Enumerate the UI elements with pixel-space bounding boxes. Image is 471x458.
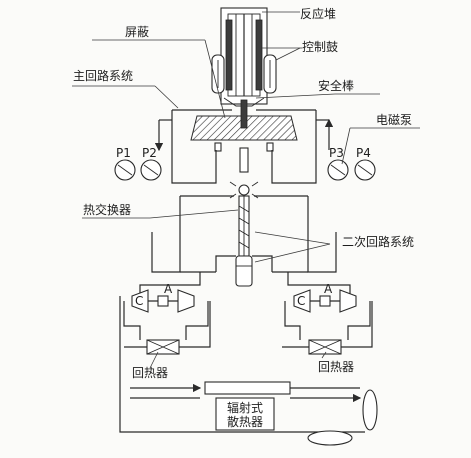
secondary-loop-piping [139,195,351,296]
label-recuperator-left: 回热器 [132,366,168,380]
pump-p4: P4 [354,146,376,181]
pump-p1: P1 [114,146,136,181]
label-secondary-loop: 二次回路系统 [342,234,414,249]
recuperator-right [308,339,342,355]
label-em-pump: 电磁泵 [376,112,412,127]
radiator-label-line2: 散热器 [227,414,263,429]
turbo-left-a-label: A [164,282,173,296]
turbo-left-c-label: C [135,294,143,308]
label-heat-exchanger: 热交换器 [83,202,131,217]
turbo-unit-right: C A [293,282,357,313]
label-control-drum: 控制鼓 [302,40,338,54]
label-reactor: 反应堆 [300,6,336,21]
control-drum-left [211,54,225,94]
pump-p2: P2 [140,146,162,181]
reactor-wall-right [255,19,263,91]
turbo-unit-left: C A [131,282,195,313]
primary-loop-piping [154,109,334,184]
gas-tank-horizontal [307,430,353,446]
pump-p4-label: P4 [356,146,371,160]
turbo-right-a-label: A [324,282,333,296]
pump-p3: P3 [327,146,349,181]
control-drum-right [263,54,277,94]
radiator: 辐射式 散热器 [204,381,291,431]
label-safety-rod: 安全棒 [318,78,354,93]
recuperator-left [146,339,180,355]
turbo-right-c-label: C [297,294,305,308]
radiator-box [215,397,275,431]
gas-loop-piping [119,296,373,433]
safety-rod [240,99,248,129]
pump-p3-label: P3 [329,146,344,160]
reactor-wall-left [225,19,233,91]
reactor [220,7,268,107]
label-recuperator-right: 回热器 [318,360,354,374]
radiator-manifold [204,381,291,395]
radiator-label-line1: 辐射式 [227,400,263,415]
heat-exchanger [229,181,259,287]
gas-tank-vertical [362,389,378,431]
pump-p2-label: P2 [142,146,157,160]
pump-p1-label: P1 [116,146,131,160]
label-primary-loop: 主回路系统 [73,68,133,83]
label-shield: 屏蔽 [125,25,149,39]
safety-rod-drive [239,147,249,173]
